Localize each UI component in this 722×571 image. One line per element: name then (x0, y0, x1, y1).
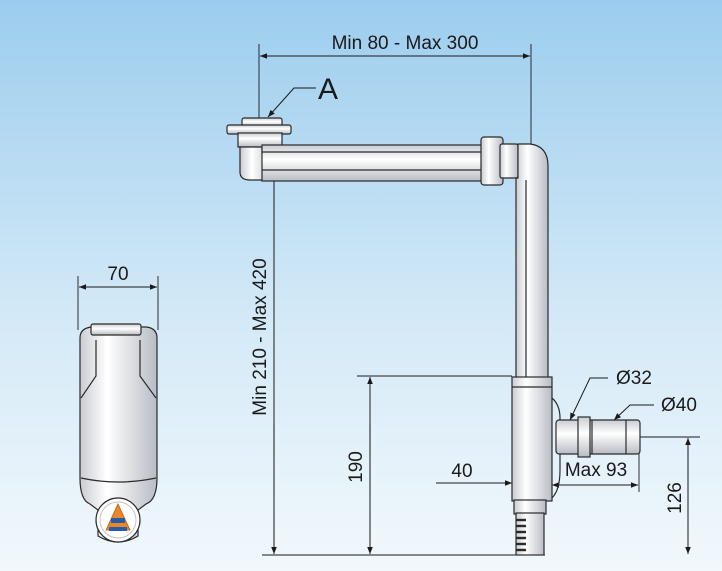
dim-70-label: 70 (107, 264, 128, 285)
side-view: Min 80 - Max 300 A Min 210 - Max 420 190… (226, 33, 700, 556)
drain-flange-a (226, 117, 292, 148)
dim-horizontal-range-label: Min 80 - Max 300 (332, 33, 479, 54)
cleanout-cap (513, 499, 547, 515)
outlet-pipe (555, 419, 641, 455)
dim-40-label: 40 (451, 461, 472, 482)
horizontal-pipe (261, 144, 487, 182)
outlet-elbow (515, 143, 549, 381)
dim-190-label: 190 (346, 451, 367, 483)
dia-32-label: Ø32 (616, 368, 652, 389)
callout-a-label: A (318, 73, 338, 106)
siphon-body-side (511, 376, 553, 502)
dim-vertical-range-label: Min 210 - Max 420 (250, 258, 271, 415)
dim-126-label: 126 (665, 482, 686, 514)
cap-grip-ridges (516, 518, 526, 552)
front-top-rim (90, 323, 142, 336)
front-view: 70 (77, 264, 159, 543)
dia-40-label: Ø40 (661, 395, 697, 416)
dim-max-93-label: Max 93 (565, 460, 627, 481)
